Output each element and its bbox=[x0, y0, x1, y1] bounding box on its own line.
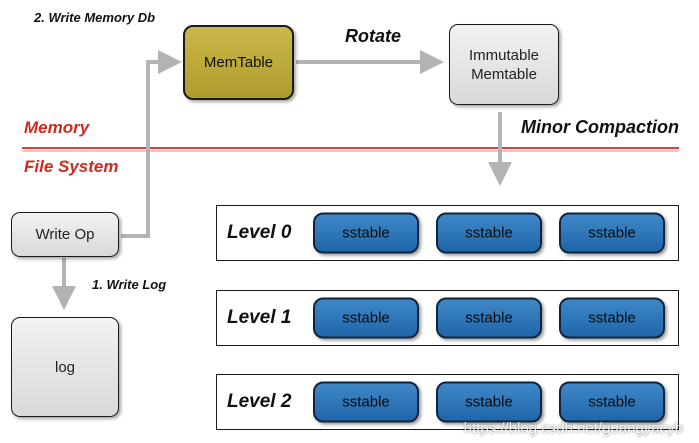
level-2-sstable-2: sstable bbox=[436, 381, 542, 423]
write-op-box: Write Op bbox=[11, 212, 119, 257]
write-log-label: 1. Write Log bbox=[92, 277, 167, 292]
level-0-sstable-3: sstable bbox=[559, 212, 665, 254]
level-2-row: Level 2 sstable sstable sstable bbox=[216, 374, 679, 430]
level-1-sstable-2: sstable bbox=[436, 297, 542, 339]
level-1-label: Level 1 bbox=[227, 307, 292, 328]
memtable-box: MemTable bbox=[183, 25, 294, 100]
level-0-label: Level 0 bbox=[227, 222, 292, 243]
rotate-label: Rotate bbox=[345, 26, 402, 46]
immutable-memtable-text: Immutable Memtable bbox=[468, 46, 540, 83]
minor-compaction-label: Minor Compaction bbox=[521, 117, 679, 137]
level-0-sstable-1: sstable bbox=[313, 212, 419, 254]
level-2-sstable-3: sstable bbox=[559, 381, 665, 423]
level-1-sstable-1: sstable bbox=[313, 297, 419, 339]
level-0-row: Level 0 sstable sstable sstable bbox=[216, 205, 679, 261]
level-2-label: Level 2 bbox=[227, 391, 292, 412]
immutable-memtable-box: Immutable Memtable bbox=[449, 24, 559, 105]
log-box: log bbox=[11, 317, 119, 417]
memory-label: Memory bbox=[24, 118, 90, 137]
log-text: log bbox=[54, 358, 76, 376]
level-1-sstable-3: sstable bbox=[559, 297, 665, 339]
write-memory-arrow bbox=[121, 50, 182, 238]
level-1-row: Level 1 sstable sstable sstable bbox=[216, 290, 679, 346]
write-memory-label: 2. Write Memory Db bbox=[34, 10, 156, 25]
level-0-sstable-2: sstable bbox=[436, 212, 542, 254]
watermark: https://blog.csdn.net/guangyacyb bbox=[463, 420, 683, 437]
write-op-text: Write Op bbox=[35, 226, 95, 243]
level-2-sstable-1: sstable bbox=[313, 381, 419, 423]
memtable-text: MemTable bbox=[203, 54, 274, 71]
file-system-label: File System bbox=[24, 157, 119, 176]
